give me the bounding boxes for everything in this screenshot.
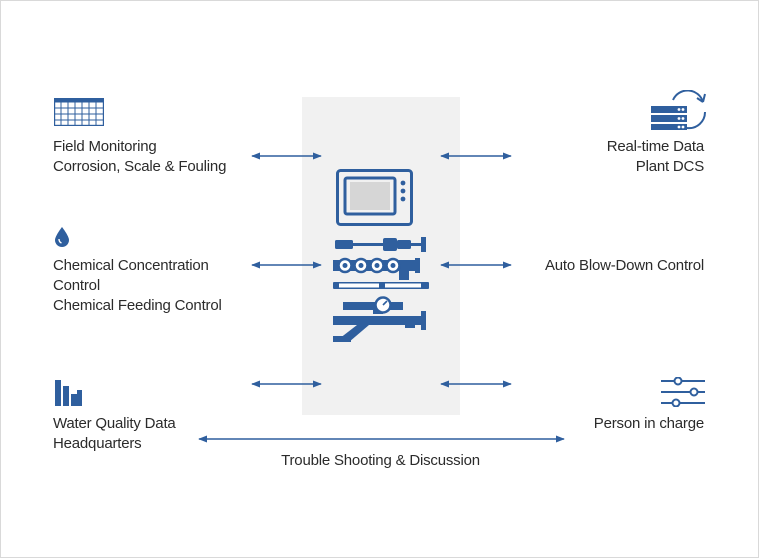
pipe-assembly-icon (333, 237, 429, 289)
grid-icon (54, 98, 104, 126)
label-line: Trouble Shooting & Discussion (281, 452, 480, 469)
controller-monitor-icon (336, 169, 413, 226)
label-line: Auto Blow-Down Control (544, 257, 704, 274)
label-line: Headquarters (53, 435, 142, 452)
label-line: Plant DCS (635, 158, 704, 175)
label-water-quality: Water Quality Data Headquarters (53, 414, 176, 454)
label-line: Chemical Feeding Control (53, 297, 222, 314)
sliders-icon (661, 377, 705, 407)
label-trouble-shooting: Trouble Shooting & Discussion (1, 451, 759, 471)
label-field-monitoring: Field Monitoring Corrosion, Scale & Foul… (53, 137, 226, 177)
water-drop-icon (55, 227, 69, 247)
label-line: Water Quality Data (53, 415, 176, 432)
label-line: Corrosion, Scale & Fouling (53, 158, 227, 175)
bar-chart-icon (55, 380, 82, 406)
label-line: Person in charge (593, 415, 704, 432)
server-sync-icon (651, 90, 707, 130)
valve-icon (333, 296, 426, 342)
label-realtime-data: Real-time Data Plant DCS (607, 137, 704, 177)
label-line: Field Monitoring (53, 138, 157, 155)
label-line: Chemical Concentration (53, 257, 209, 274)
label-line: Control (53, 277, 100, 294)
label-chemical-control: Chemical Concentration Control Chemical … (53, 256, 222, 316)
label-blowdown: Auto Blow-Down Control (545, 256, 704, 276)
center-panel (302, 97, 460, 415)
label-line: Real-time Data (606, 138, 704, 155)
label-person-in-charge: Person in charge (594, 414, 704, 434)
